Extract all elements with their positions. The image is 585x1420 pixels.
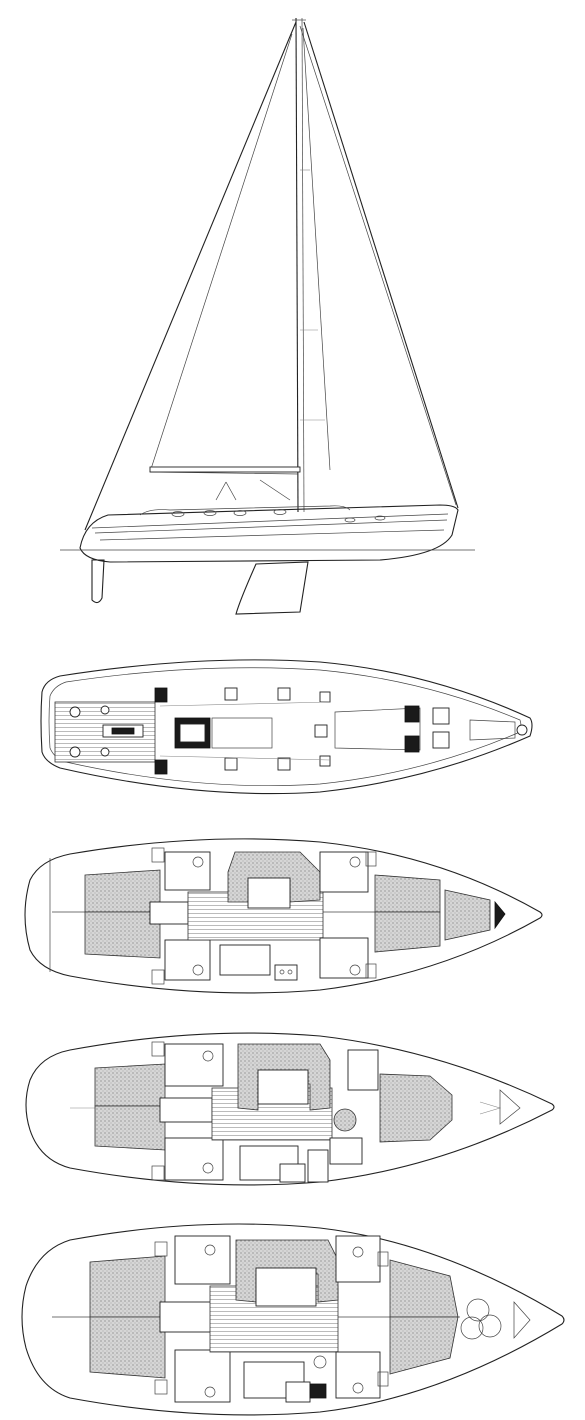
rudder	[91, 559, 105, 604]
keel	[235, 561, 309, 615]
mainsail-leech	[302, 27, 331, 471]
layout-1-hull-outline	[24, 838, 543, 994]
deck-hull-outline	[40, 659, 533, 795]
aft-cabin-port	[84, 869, 161, 913]
jib-leech	[149, 33, 293, 473]
sail-plan-profile	[60, 17, 475, 615]
layout-2-hull-outline	[25, 1032, 555, 1186]
layout-3-aft-cabin-port	[89, 1255, 166, 1318]
hull-profile	[79, 504, 459, 563]
interior-layout-1	[24, 838, 543, 994]
saloon-table	[247, 877, 291, 909]
layout-2-round-table	[333, 1108, 357, 1132]
layout-2-aft-cabin-starboard	[94, 1105, 166, 1151]
head-aft-port	[164, 851, 211, 891]
interior-layout-2	[25, 1032, 555, 1186]
layout-2-fwd-cabin	[379, 1073, 453, 1143]
deck-plan	[40, 659, 533, 795]
layout-3-hull-outline	[21, 1223, 565, 1416]
layout-2-aft-cabin-port	[94, 1063, 166, 1107]
backstay	[303, 21, 459, 509]
aft-cabin-starboard	[84, 911, 161, 959]
layout-3-aft-cabin-starboard	[89, 1316, 166, 1379]
head-fwd-starboard	[319, 937, 369, 979]
foredeck-hatch	[334, 707, 421, 751]
layout-3-fwd-cabin-port	[389, 1259, 459, 1318]
interior-layout-3	[21, 1223, 565, 1416]
mast	[295, 17, 299, 513]
head-fwd-port	[319, 851, 369, 893]
layout-3-fwd-cabin-starboard	[389, 1316, 459, 1375]
fwd-cabin-starboard	[374, 911, 441, 953]
forestay	[84, 21, 297, 531]
fwd-cabin-port	[374, 874, 441, 913]
boom	[149, 466, 301, 473]
galley	[219, 944, 271, 976]
head-aft-starboard	[164, 939, 211, 981]
